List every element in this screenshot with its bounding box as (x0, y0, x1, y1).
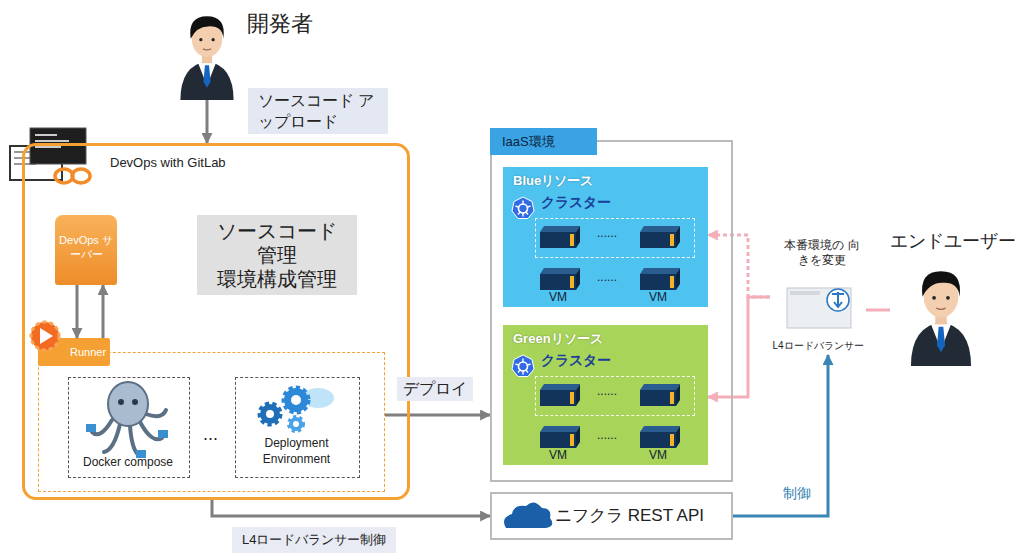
node-title: Blueリソース (513, 172, 593, 190)
connector (708, 235, 770, 297)
tool-box: Docker compose (68, 377, 190, 478)
note-label: 本番環境の 向きを変更 (781, 238, 863, 268)
node-title: クラスター (541, 352, 611, 370)
node-title: Greenリソース (513, 330, 603, 348)
ellipsis: ...... (597, 384, 617, 398)
connector (708, 297, 770, 397)
vm-label: VM (549, 290, 567, 304)
node-title: 開発者 (247, 9, 313, 39)
connector (102, 285, 105, 338)
node-title: ニフクラ REST API (555, 504, 704, 527)
api-box: ニフクラ REST API (490, 492, 733, 540)
connector (76, 285, 79, 338)
node-title: クラスター (541, 194, 611, 212)
node-title: Docker compose (68, 455, 188, 469)
deployment-gears-icon (260, 388, 334, 431)
vm-label: VM (549, 448, 567, 462)
runner-area: RunnerDocker composeDeployment Environme… (38, 352, 385, 492)
node-title: Deployment Environment (235, 435, 358, 467)
connector (385, 414, 490, 417)
node-title: ソースコード 管理 (207, 219, 347, 267)
load-balancer: L4ロードバランサー (770, 283, 866, 355)
ellipsis: ...... (597, 270, 617, 284)
tool-box: Deployment Environment (235, 377, 360, 478)
vm-label: VM (649, 290, 667, 304)
docker-compose-icon (86, 382, 168, 458)
node-title: Runner (38, 338, 110, 366)
edge-label: ソースコード アップロード (248, 88, 388, 134)
edge-label: L4ロードバランサー制御 (232, 527, 396, 553)
edge-label: 制御 (781, 485, 813, 503)
ellipsis: ... (203, 424, 218, 445)
node-text: 環境構成管理 (207, 267, 347, 291)
devops-box: DevOps with GitLab ソースコード 管理環境構成管理 DevOps … (22, 143, 410, 500)
person-node: 開発者 (175, 5, 315, 100)
node-title: L4ロードバランサー (770, 339, 866, 353)
vm-label: VM (649, 448, 667, 462)
connector (212, 500, 490, 516)
ellipsis: ...... (597, 226, 617, 240)
node-title: IaaS環境 (490, 128, 597, 155)
management-box: ソースコード 管理環境構成管理 (197, 215, 357, 295)
ellipsis: ...... (597, 428, 617, 442)
node-title: エンドユーザー (890, 229, 1022, 253)
edge-label: デプロイ (397, 377, 473, 401)
connector (206, 100, 209, 143)
node-title: DevOps サーバー (57, 233, 115, 261)
server-box: DevOps サーバー (55, 215, 117, 285)
load-balancer-icon (787, 288, 851, 328)
nifcloud-logo (504, 502, 552, 528)
person-node: エンドユーザー (890, 225, 1022, 375)
connector (866, 309, 890, 312)
end-user-figure (911, 271, 971, 366)
node-title: DevOps with GitLab (110, 155, 226, 170)
runner-tag (31, 322, 110, 366)
developer-figure (180, 16, 233, 100)
